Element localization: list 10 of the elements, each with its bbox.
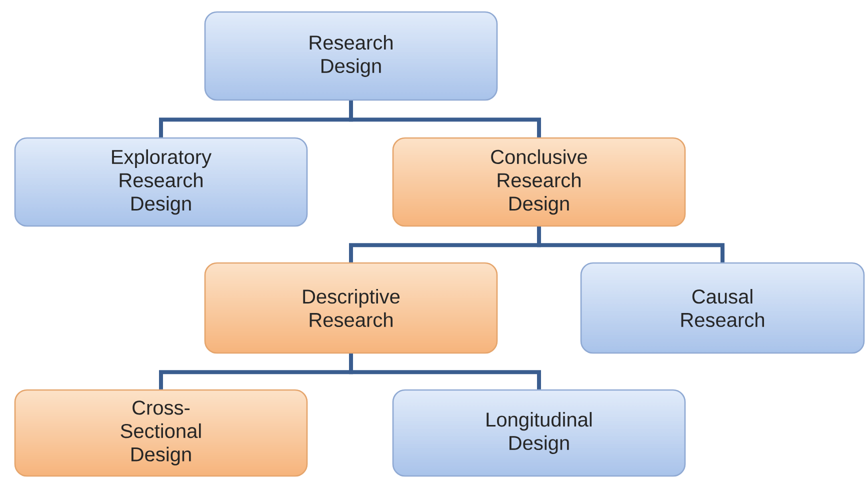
process-box: Exploratory Research Design bbox=[14, 137, 308, 227]
process-box: Longitudinal Design bbox=[392, 389, 686, 477]
process-box: Cross-Sectional Design bbox=[14, 389, 308, 477]
connector bbox=[537, 226, 725, 262]
process-box: Causal Research bbox=[580, 262, 865, 354]
connector bbox=[349, 354, 541, 390]
process-box: Conclusive Research Design bbox=[392, 137, 686, 227]
process-box: Descriptive Research bbox=[204, 262, 498, 354]
connector bbox=[349, 100, 541, 138]
process-box: Research Design bbox=[204, 11, 498, 101]
